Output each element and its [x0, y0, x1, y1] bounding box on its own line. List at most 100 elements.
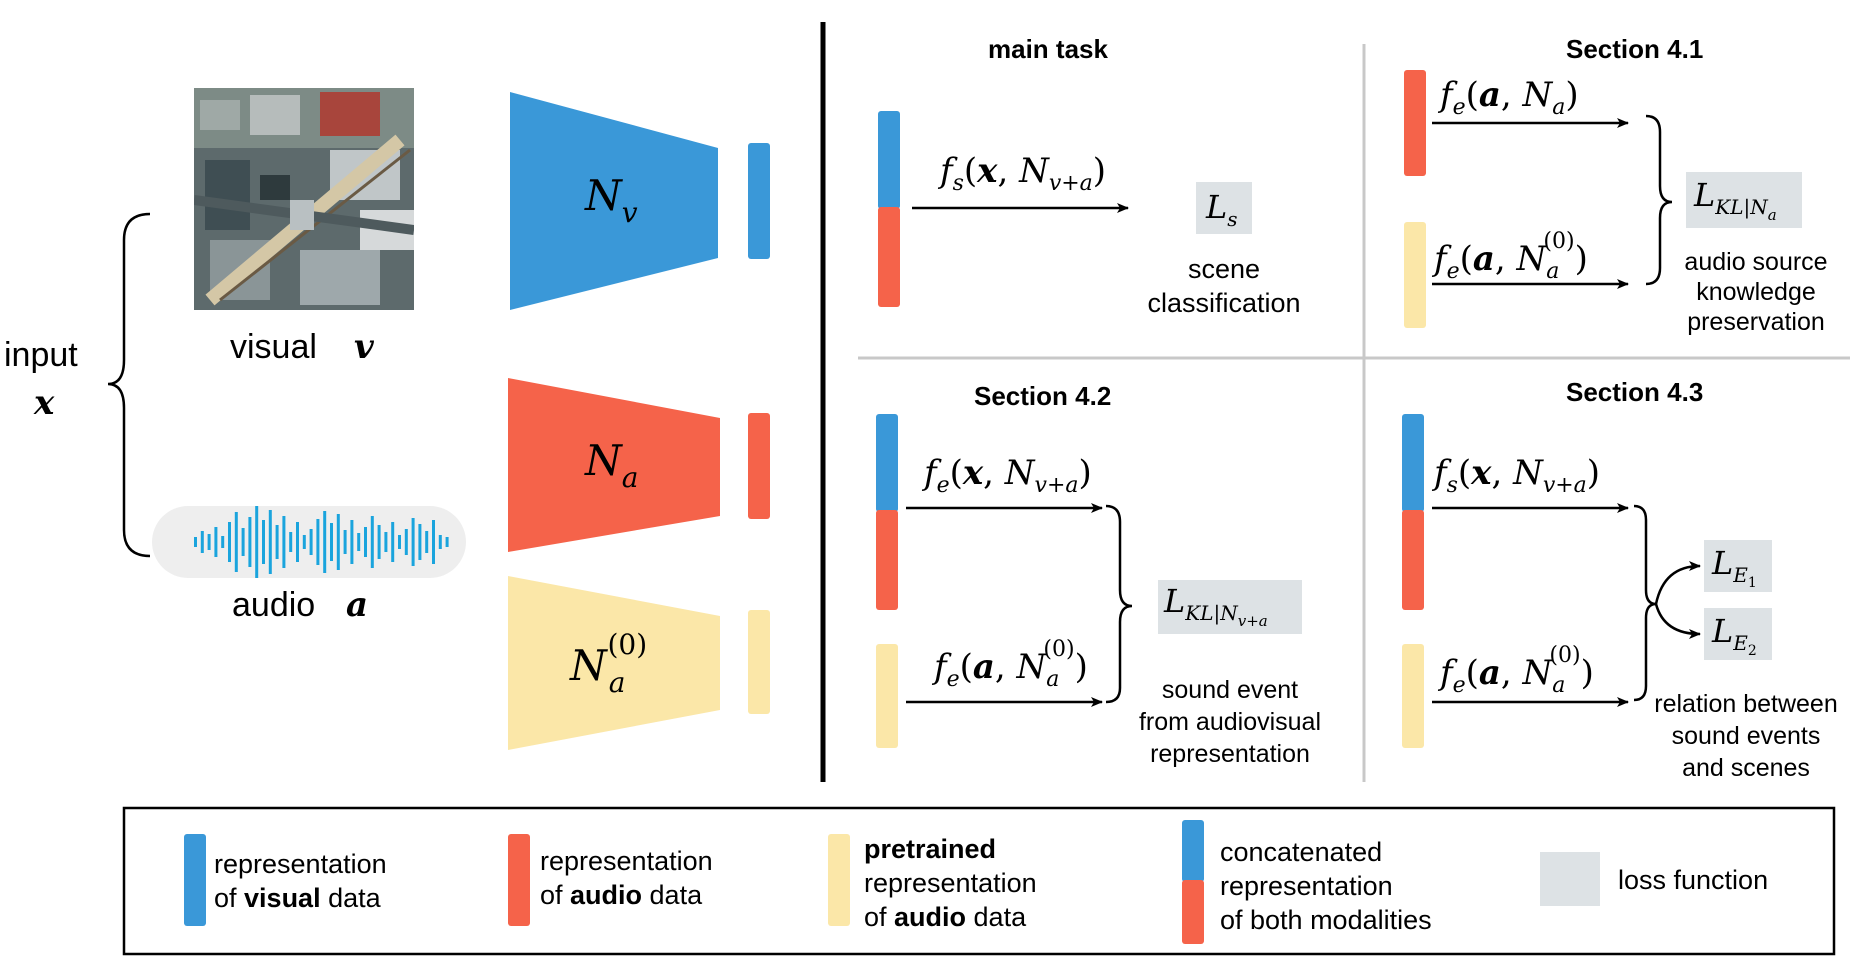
panel-main-title: main task [988, 34, 1108, 64]
panel-s41-title: Section 4.1 [1566, 34, 1703, 64]
main-concat-audio-bar [878, 207, 900, 307]
s43-caption-1: relation between [1654, 690, 1837, 718]
legend: representation of visual data representa… [122, 806, 1836, 956]
s42-loss-box [1158, 580, 1302, 634]
s41-function-bottom: fe(a, Na(0)) [1431, 229, 1588, 284]
s41-audio-bar [1404, 70, 1426, 176]
s41-loss-box [1686, 172, 1802, 228]
waveform-bar [194, 537, 197, 547]
s42-brace [1105, 504, 1133, 704]
panel-s42-title: Section 4.2 [974, 381, 1111, 411]
legend-pretrained-line1: pretrained [864, 834, 996, 864]
s42-concat-audio-bar [876, 510, 898, 610]
audio-label: audio [232, 586, 315, 624]
input-brace [107, 212, 151, 558]
audio-waveform-icon [194, 506, 449, 578]
waveform-bar [357, 533, 361, 551]
audio-representation-bar [748, 413, 770, 519]
panel-section-4-1: Section 4.1 fe(a, Na) fe(a, Na(0)) LKL|N… [1404, 34, 1828, 336]
visual-network-label: Nv [584, 171, 638, 229]
legend-frame [122, 806, 1836, 956]
legend-pretrained-swatch [828, 834, 850, 926]
waveform-bar [391, 522, 395, 562]
main-caption-1: scene [1188, 254, 1260, 284]
s43-loss2-label: LE2 [1711, 612, 1757, 659]
main-loss-box [1196, 182, 1252, 234]
legend-pretrained-line2: representation [864, 868, 1037, 898]
waveform-bar [241, 528, 245, 556]
s42-pretrained-bar [876, 644, 898, 748]
waveform-bar [289, 532, 293, 552]
waveform-bar [398, 535, 401, 549]
legend-audio-line1: representation [540, 846, 713, 876]
legend-loss-swatch [1540, 852, 1600, 906]
s42-concat-visual-bar [876, 414, 898, 512]
main-concat-visual-bar [878, 111, 900, 209]
waveform-bar [200, 531, 204, 553]
s41-caption-1: audio source [1684, 248, 1827, 276]
visual-label: visual [230, 328, 317, 366]
legend-concat-audio-swatch [1182, 880, 1204, 944]
s43-caption-2: sound events [1672, 722, 1821, 750]
waveform-bar [316, 519, 320, 565]
audio-network: Na [508, 378, 770, 552]
waveform-bar [323, 511, 327, 573]
waveform-bar [248, 517, 252, 567]
audio-network-label: Na [584, 436, 638, 494]
s43-loss1-label: LE1 [1711, 544, 1757, 591]
waveform-bar [343, 530, 347, 554]
s43-function-top: fs(x, Nv+a) [1431, 453, 1600, 498]
legend-concat-line3: of both modalities [1220, 905, 1432, 935]
waveform-bar [282, 516, 286, 568]
waveform-bar [228, 522, 231, 562]
s41-loss-label: LKL|Na [1693, 176, 1777, 224]
s41-caption-2: knowledge [1696, 278, 1816, 306]
s42-function-top: fe(x, Nv+a) [921, 453, 1092, 498]
legend-concat-visual-swatch [1182, 820, 1204, 882]
panel-s43-title: Section 4.3 [1566, 377, 1703, 407]
panel-section-4-3: Section 4.3 fs(x, Nv+a) fe(a, Na(0)) LE1… [1402, 377, 1838, 782]
waveform-bar [350, 520, 354, 564]
legend-concat-line1: concatenated [1220, 837, 1382, 867]
legend-loss-label: loss function [1618, 865, 1768, 895]
s43-caption-3: and scenes [1682, 754, 1810, 782]
s43-concat-visual-bar [1402, 414, 1424, 512]
legend-audio-swatch [508, 834, 530, 926]
waveform-bar [234, 512, 238, 572]
legend-audio-line2: of audio data [540, 880, 703, 910]
waveform-bar [370, 516, 374, 568]
s43-concat-audio-bar [1402, 510, 1424, 610]
pretrained-network-label: Na(0) [569, 628, 647, 699]
waveform-bar [214, 527, 218, 557]
s42-loss-label: LKL|Nv+a [1163, 582, 1268, 630]
waveform-bar [377, 525, 381, 559]
legend-visual-swatch [184, 834, 206, 926]
waveform-bar [330, 523, 333, 561]
s43-function-bottom: fe(a, Na(0)) [1437, 643, 1594, 698]
s43-brace [1633, 504, 1657, 702]
audio-symbol: a [346, 585, 368, 625]
s41-brace [1645, 114, 1673, 286]
waveform-bar [221, 536, 225, 548]
waveform-bar [275, 525, 279, 559]
waveform-bar [445, 537, 449, 547]
waveform-bar [425, 531, 429, 553]
s42-caption-1: sound event [1162, 676, 1298, 704]
legend-visual-line2: of visual data [214, 883, 382, 913]
waveform-bar [309, 529, 313, 555]
input-label: input [4, 336, 78, 374]
panel-section-4-2: Section 4.2 fe(x, Nv+a) fe(a, Na(0)) LKL… [876, 381, 1321, 768]
s42-function-bottom: fe(a, Na(0)) [931, 637, 1088, 692]
waveform-bar [438, 535, 442, 549]
s42-caption-2: from audiovisual [1139, 708, 1321, 736]
s43-pretrained-bar [1402, 644, 1424, 748]
waveform-bar [336, 514, 340, 570]
waveform-bar [262, 520, 265, 564]
s41-caption-3: preservation [1687, 308, 1825, 336]
visual-representation-bar [748, 143, 770, 259]
visual-network: Nv [510, 92, 770, 310]
waveform-bar [302, 535, 306, 549]
s43-loss2-box [1704, 608, 1772, 660]
